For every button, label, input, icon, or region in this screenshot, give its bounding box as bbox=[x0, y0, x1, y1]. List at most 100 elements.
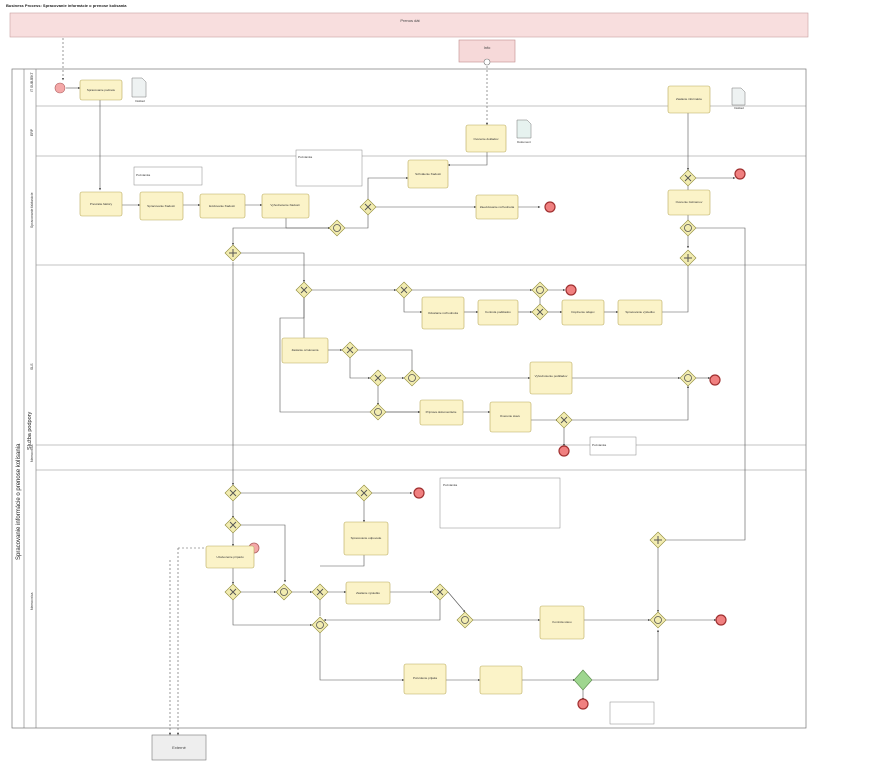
end-event bbox=[565, 284, 577, 296]
external-message-label: Info bbox=[484, 45, 491, 50]
svg-text:Overenie stavu: Overenie stavu bbox=[500, 414, 521, 418]
svg-text:Poznámka: Poznámka bbox=[443, 483, 458, 487]
lane-label-5: Nemocnica bbox=[30, 444, 34, 462]
svg-text:Vyhodnotenie podkladov: Vyhodnotenie podkladov bbox=[535, 374, 568, 378]
gateway-join bbox=[456, 611, 474, 629]
svg-text:Zaslanie výsledku: Zaslanie výsledku bbox=[356, 591, 380, 595]
end-events bbox=[248, 168, 746, 710]
task-16: Vyhodnotenie podkladov bbox=[529, 361, 573, 395]
task-1: Spracovanie podnetu bbox=[79, 79, 123, 101]
svg-text:Doklad: Doklad bbox=[734, 106, 744, 110]
lanes: IT SUBJEKT ERP Spracovanie fakturácie SL… bbox=[30, 71, 806, 610]
external-pool-top: Prenos dát bbox=[9, 12, 809, 38]
gateway-event bbox=[573, 669, 593, 691]
start-event bbox=[54, 82, 66, 94]
pool-subtitle: Služba podpory bbox=[27, 412, 33, 450]
task-5: Vyhodnotenie žiadosti bbox=[261, 193, 310, 219]
gateway-exclusive bbox=[311, 583, 329, 601]
task-2: Prevzatie faktúry bbox=[79, 191, 123, 217]
annotation: Poznámka bbox=[439, 477, 561, 529]
task-12: Kontrola podkladov bbox=[477, 299, 519, 326]
data-object-doc-icon: Doklad bbox=[731, 87, 746, 110]
gateway-exclusive bbox=[355, 484, 373, 502]
gateway-exclusive bbox=[359, 198, 377, 216]
end-event bbox=[558, 445, 570, 457]
task-6: Schválenie žiadosti bbox=[407, 159, 449, 189]
end-event bbox=[413, 487, 425, 499]
gateway-exclusive bbox=[369, 369, 387, 387]
external-pool-bottom: Externé bbox=[151, 734, 207, 761]
gateway-join bbox=[679, 369, 697, 387]
svg-text:Evidovanie žiadosti: Evidovanie žiadosti bbox=[209, 204, 235, 208]
task-13: Doplnenie údajov bbox=[561, 299, 605, 326]
annotation: Poznámka bbox=[133, 166, 203, 186]
task-23: Potvrdenie prijatia bbox=[403, 663, 447, 695]
gateway-exclusive bbox=[555, 411, 573, 429]
data-objects: Doklad Dokument Doklad bbox=[131, 77, 746, 144]
end-event bbox=[544, 201, 556, 213]
external-pool-top-label: Prenos dát bbox=[400, 18, 420, 23]
gateway-exclusive bbox=[341, 341, 359, 359]
svg-text:Zaslanie informácie: Zaslanie informácie bbox=[676, 97, 702, 101]
start-event bbox=[483, 58, 491, 66]
gateway-join bbox=[369, 403, 387, 421]
gateway-exclusive bbox=[679, 169, 697, 187]
task-15: Zaslanie oznámenia bbox=[281, 337, 329, 364]
task-18: Overenie stavu bbox=[489, 401, 532, 433]
task-21: Zaslanie výsledku bbox=[345, 581, 391, 605]
svg-text:Poznámka: Poznámka bbox=[136, 173, 151, 177]
data-object-doc-icon: Dokument bbox=[516, 119, 532, 144]
lane-label-4: SLS bbox=[30, 363, 34, 370]
data-object-doc-icon: Doklad bbox=[131, 77, 147, 103]
svg-text:Prevzatie faktúry: Prevzatie faktúry bbox=[90, 202, 113, 206]
end-event bbox=[577, 698, 589, 710]
annotations: Poznámka Poznámka Poznámka Poznámka bbox=[133, 149, 655, 725]
lane-label-6: Nemocnica bbox=[30, 592, 34, 610]
gateway-join bbox=[311, 616, 329, 634]
svg-text:Kontrola podkladov: Kontrola podkladov bbox=[485, 310, 511, 314]
annotation: Poznámka bbox=[589, 436, 637, 456]
gateway-join bbox=[403, 369, 421, 387]
svg-text:Vyhodnotenie žiadosti: Vyhodnotenie žiadosti bbox=[270, 203, 300, 207]
gateway-join bbox=[649, 611, 667, 629]
svg-text:Spracovanie výsledku: Spracovanie výsledku bbox=[625, 310, 655, 314]
pool-title: Spracovanie informácie o prenose kolísan… bbox=[16, 443, 22, 560]
gateway-join bbox=[275, 583, 293, 601]
task-11: Odoslanie rozhodnutia bbox=[421, 296, 465, 330]
gateway-join bbox=[679, 219, 697, 237]
svg-text:Doplnenie údajov: Doplnenie údajov bbox=[571, 310, 595, 314]
svg-text:Spracovanie odpovede: Spracovanie odpovede bbox=[351, 536, 382, 540]
svg-text:Spracovanie žiadosti: Spracovanie žiadosti bbox=[147, 204, 175, 208]
svg-text:Doklad: Doklad bbox=[135, 99, 145, 103]
task-4: Evidovanie žiadosti bbox=[199, 193, 246, 219]
gateway-join bbox=[328, 219, 346, 237]
start-events bbox=[54, 58, 491, 94]
gateway-exclusive bbox=[224, 484, 242, 502]
annotation: Poznámka bbox=[295, 149, 363, 187]
task-8: Zaevidovanie rozhodnutia bbox=[475, 194, 519, 220]
task-9: Zaslanie informácie bbox=[667, 85, 711, 114]
gateway-parallel bbox=[679, 249, 697, 267]
end-event bbox=[734, 168, 746, 180]
task-10: Overenie záznamov bbox=[667, 189, 711, 216]
task-22: Kontrola stavu bbox=[539, 605, 585, 640]
gateway-parallel bbox=[649, 531, 667, 549]
tasks: Spracovanie podnetu Prevzatie faktúry Sp… bbox=[79, 79, 711, 695]
task-17: Príprava dokumentácie bbox=[419, 399, 464, 426]
lane-label-3: Spracovanie fakturácie bbox=[30, 192, 34, 228]
gateway-exclusive bbox=[224, 583, 242, 601]
external-pool-bottom-label: Externé bbox=[172, 745, 187, 750]
svg-text:Poznámka: Poznámka bbox=[298, 155, 313, 159]
svg-text:Kontrola stavu: Kontrola stavu bbox=[552, 620, 572, 624]
gateway-exclusive bbox=[295, 281, 313, 299]
sequence-flows bbox=[61, 38, 746, 736]
lane-label-1: IT SUBJEKT bbox=[30, 71, 34, 92]
svg-text:Overenie záznamov: Overenie záznamov bbox=[676, 200, 703, 204]
gateway-parallel bbox=[224, 244, 242, 262]
svg-text:Poznámka: Poznámka bbox=[592, 443, 607, 447]
gateway-join bbox=[531, 281, 549, 299]
svg-text:Potvrdenie prijatia: Potvrdenie prijatia bbox=[413, 676, 437, 680]
gateway-exclusive bbox=[531, 303, 549, 321]
lane-label-2: ERP bbox=[30, 128, 34, 136]
task-14: Spracovanie výsledku bbox=[617, 299, 663, 326]
